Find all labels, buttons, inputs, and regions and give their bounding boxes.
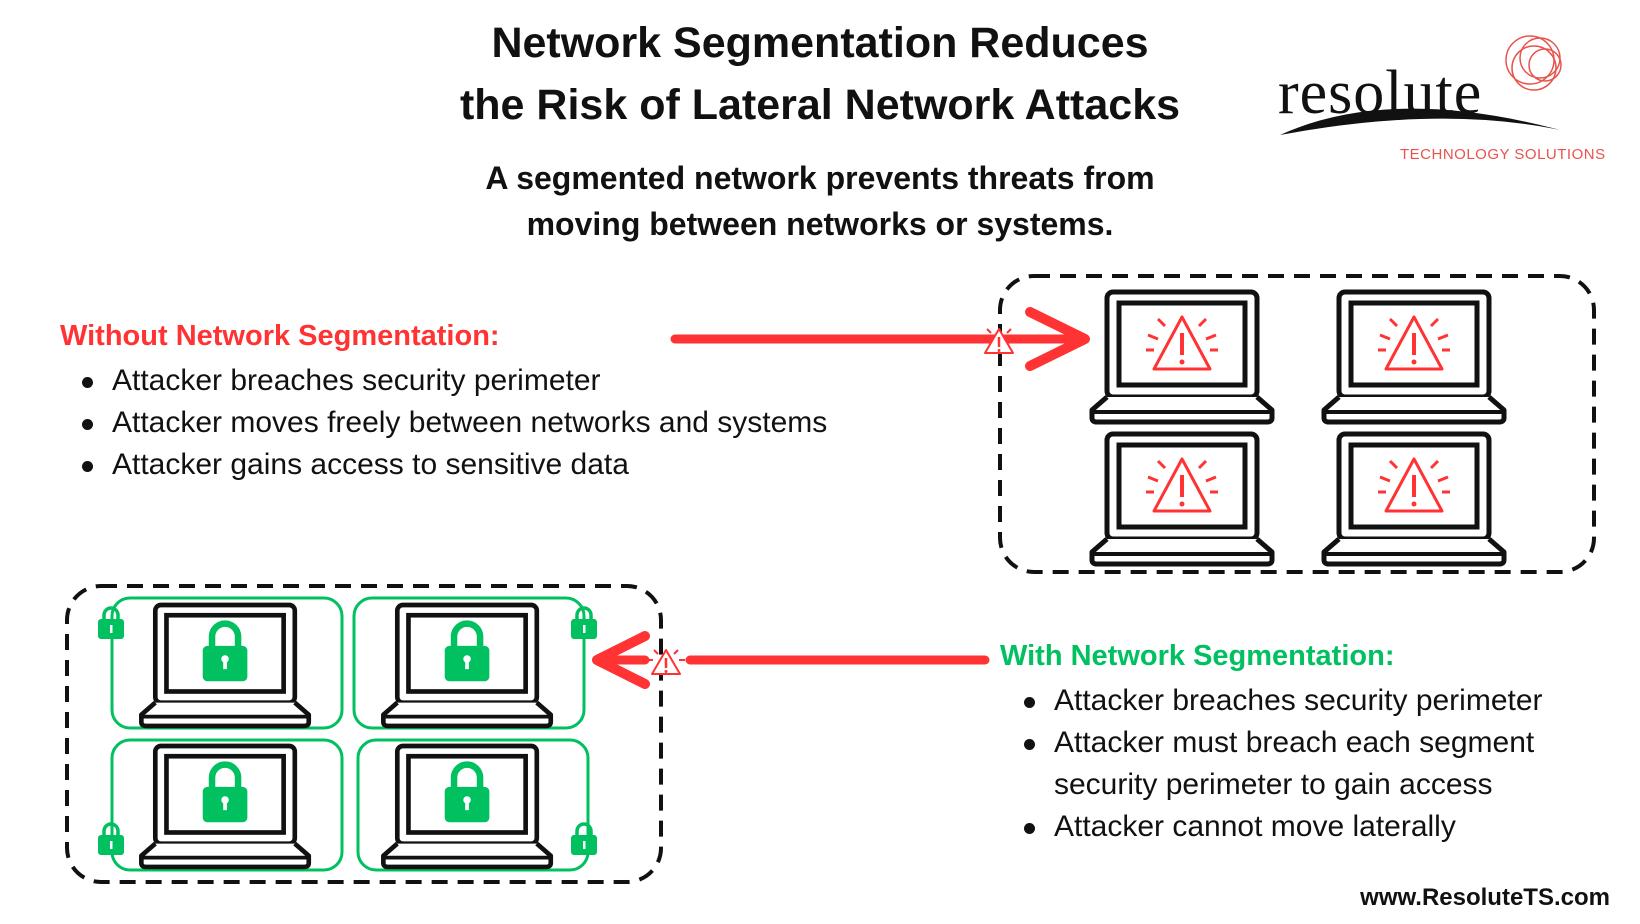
logo-tagline: TECHNOLOGY SOLUTIONS (1400, 146, 1606, 163)
page-title: Network Segmentation Reduces the Risk of… (380, 12, 1260, 136)
compromised-laptop (1324, 434, 1504, 564)
list-item: Attacker gains access to sensitive data (80, 444, 827, 486)
attack-arrow-unsegmented (670, 307, 1090, 371)
secured-laptop (141, 605, 308, 726)
secured-laptop (141, 746, 308, 867)
segment-lock-icon (569, 822, 599, 857)
subtitle: A segmented network prevents threats fro… (420, 155, 1220, 247)
subtitle-line-1: A segmented network prevents threats fro… (485, 160, 1155, 196)
footer-url: www.ResoluteTS.com (1360, 884, 1610, 911)
secured-laptop (383, 746, 550, 867)
with-segmentation-heading: With Network Segmentation: (1000, 640, 1395, 672)
title-line-1: Network Segmentation Reduces (491, 19, 1149, 67)
list-item: Attacker moves freely between networks a… (80, 402, 827, 444)
with-segmentation-list: Attacker breaches security perimeter Att… (1022, 680, 1622, 848)
without-segmentation-list: Attacker breaches security perimeter Att… (80, 360, 827, 486)
without-segmentation-heading: Without Network Segmentation: (60, 320, 500, 352)
compromised-laptop (1092, 292, 1272, 422)
subtitle-line-2: moving between networks or systems. (526, 206, 1114, 242)
unsegmented-network-boundary (998, 274, 1596, 574)
secured-laptop (383, 605, 550, 726)
list-item: Attacker breaches security perimeter (1022, 680, 1622, 722)
list-item: Attacker must breach each segment securi… (1022, 722, 1622, 806)
compromised-laptop (1324, 292, 1504, 422)
logo-swoosh-and-circles-icon (1280, 35, 1562, 135)
compromised-laptop (1092, 434, 1272, 564)
segmented-network-boundary (65, 584, 663, 884)
list-item: Attacker breaches security perimeter (80, 360, 827, 402)
logo-wordmark: resolute (1278, 59, 1483, 127)
list-item: Attacker cannot move laterally (1022, 806, 1622, 848)
network-segment (356, 738, 590, 872)
company-logo: resolute TECHNOLOGY SOLUTIONS (1270, 30, 1620, 170)
breach-warning-icon (645, 648, 687, 676)
title-line-2: the Risk of Lateral Network Attacks (459, 81, 1181, 129)
attack-arrow-segmented (592, 631, 990, 689)
network-segment (110, 738, 344, 872)
